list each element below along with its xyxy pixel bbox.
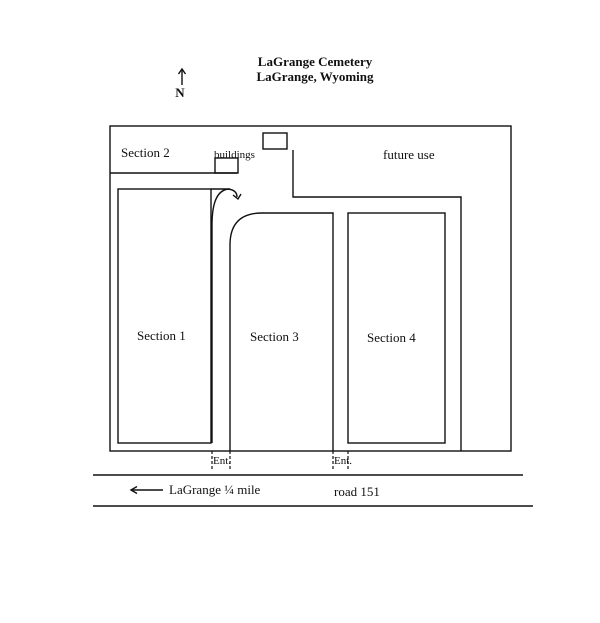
future-use-boundary [292, 150, 462, 451]
buildings-label: buildings [214, 149, 255, 161]
west-arrow-icon [129, 485, 163, 495]
section-4-label: Section 4 [367, 330, 416, 345]
section-1-plot [117, 188, 212, 444]
section-3-label: Section 3 [250, 329, 299, 344]
map-title: LaGrange Cemetery [258, 54, 373, 69]
north-arrow-icon [177, 67, 187, 85]
building-north [262, 132, 288, 150]
entrance-2-label: Ent. [334, 455, 352, 467]
section-4-plot [347, 212, 446, 444]
road-label: road 151 [334, 484, 380, 499]
curved-lane-top [211, 188, 238, 198]
direction-label: LaGrange ¼ mile [169, 482, 261, 497]
section-1-label: Section 1 [137, 328, 186, 343]
north-label: N [175, 85, 185, 100]
cemetery-boundary [109, 125, 512, 452]
entrance-1-label: Ent. [213, 455, 231, 467]
future-use-label: future use [383, 147, 435, 162]
section-2-label: Section 2 [121, 145, 170, 160]
lane-arrow-icon [232, 193, 242, 201]
section-3-plot [229, 212, 334, 451]
map-subtitle: LaGrange, Wyoming [256, 69, 374, 84]
building-south [214, 157, 239, 174]
curved-lane [211, 188, 231, 443]
